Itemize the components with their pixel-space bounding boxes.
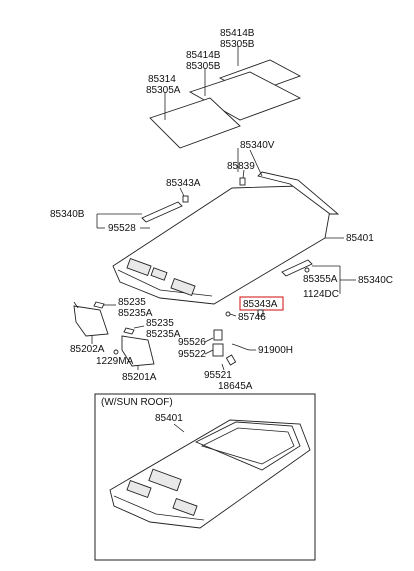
label-18645A: 18645A: [218, 381, 253, 392]
label-85343A-highlight: 85343A: [243, 299, 278, 310]
lamp-95522: [212, 343, 224, 357]
assist-grip-85340B: [141, 195, 189, 223]
label-95528: 95528: [108, 223, 136, 234]
sun-visor-85201A: [121, 335, 155, 367]
screw-1229MA: [113, 349, 119, 355]
rail-85340V: [257, 171, 340, 215]
label-85201A: 85201A: [122, 372, 157, 383]
label-85305B-mid: 85305B: [186, 61, 221, 72]
label-85343A-top: 85343A: [166, 178, 201, 189]
strip-85314: [149, 97, 241, 149]
label-95526: 95526: [178, 337, 206, 348]
label-85355A: 85355A: [303, 274, 338, 285]
label-85305A: 85305A: [146, 85, 181, 96]
label-85235-lower: 85235: [146, 318, 174, 329]
label-1124DC: 1124DC: [303, 289, 339, 300]
label-85414B-top: 85414B: [220, 28, 255, 39]
clip-85839: [239, 177, 246, 186]
clip-85343A: [257, 309, 264, 317]
label-95521: 95521: [204, 370, 232, 381]
headliner-85401: [112, 185, 331, 305]
headliner-sunroof: [109, 419, 311, 529]
label-85340B: 85340B: [50, 209, 85, 220]
label-95522: 95522: [178, 349, 206, 360]
assist-grip-85340C: [281, 259, 313, 277]
screw-85746: [225, 311, 231, 317]
visor-clip-upper: [93, 301, 105, 309]
label-85235A-lower: 85235A: [146, 329, 181, 340]
sun-visor-85202A: [73, 301, 109, 337]
label-85401-sunroof: 85401: [155, 413, 183, 424]
visor-clip-lower: [123, 327, 135, 335]
label-85414B-mid: 85414B: [186, 50, 221, 61]
label-85746: 85746: [238, 312, 266, 323]
label-85340C: 85340C: [358, 275, 393, 286]
label-85305B-top: 85305B: [220, 39, 255, 50]
label-85235-upper: 85235: [118, 297, 146, 308]
label-85235A-upper: 85235A: [118, 308, 153, 319]
label-85839: 85839: [227, 161, 255, 172]
sunroof-variant-box: [94, 393, 316, 561]
label-85340V: 85340V: [240, 140, 275, 151]
wiring-91900H: [225, 343, 251, 366]
label-sunroof-title: (W/SUN ROOF): [101, 397, 173, 408]
label-91900H: 91900H: [258, 345, 293, 356]
label-85401-main: 85401: [346, 233, 374, 244]
label-85202A: 85202A: [70, 344, 105, 355]
lamp-95526: [213, 329, 223, 341]
label-85314: 85314: [148, 74, 176, 85]
label-1229MA: 1229MA: [96, 356, 134, 367]
